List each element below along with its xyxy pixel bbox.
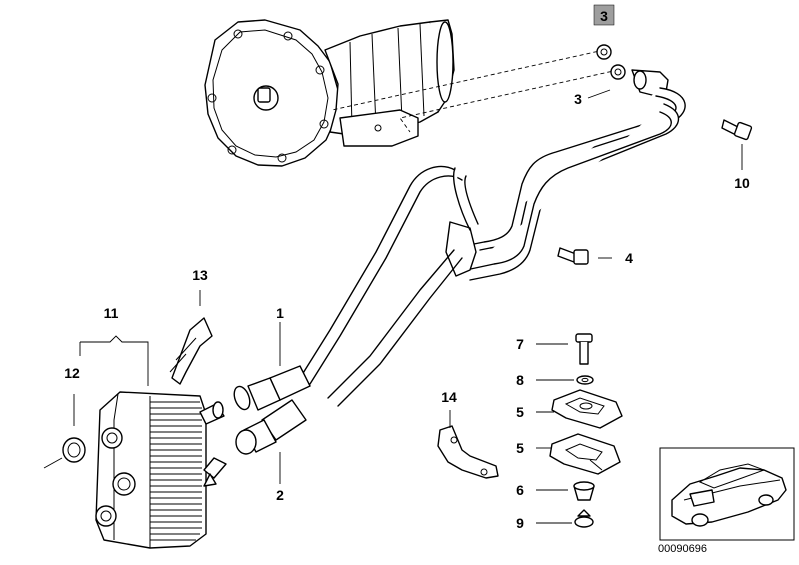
transmission-oil-lines [299, 69, 686, 407]
label-2[interactable]: 2 [276, 487, 284, 503]
seal-ring-upper [596, 44, 612, 60]
label-1[interactable]: 1 [276, 305, 284, 321]
holder-5-lower [549, 433, 621, 475]
label-7[interactable]: 7 [516, 336, 524, 352]
banjo-bolt [721, 119, 753, 141]
label-12[interactable]: 12 [64, 365, 80, 381]
label-9[interactable]: 9 [516, 515, 524, 531]
washer-8 [576, 375, 594, 385]
leader-lines [73, 89, 743, 524]
label-5-lower[interactable]: 5 [516, 440, 524, 456]
label-14[interactable]: 14 [441, 389, 457, 405]
label-13[interactable]: 13 [192, 267, 208, 283]
hose-end-lower [235, 399, 307, 455]
label-4[interactable]: 4 [625, 250, 633, 266]
reference-number: 00090696 [658, 543, 707, 555]
highlight-box-3 [593, 4, 615, 26]
label-6[interactable]: 6 [516, 482, 524, 498]
mounting-bracket [437, 425, 499, 479]
cooler-seal-ring [43, 437, 86, 469]
label-11[interactable]: 11 [104, 305, 119, 321]
transmission [204, 19, 455, 167]
dash-line-upper [331, 49, 605, 111]
screw-7 [575, 333, 593, 365]
dash-line-lower [399, 69, 619, 133]
label-8[interactable]: 8 [516, 372, 524, 388]
label-3-boxed[interactable]: 3 [600, 8, 608, 24]
holder-5-upper [551, 389, 623, 429]
label-3[interactable]: 3 [574, 91, 582, 107]
cooler-fins [150, 401, 202, 541]
nut-9 [574, 509, 594, 528]
label-5-upper[interactable]: 5 [516, 404, 524, 420]
hose-end-upper [233, 365, 311, 411]
car-icon [671, 463, 787, 527]
label-10[interactable]: 10 [734, 175, 750, 191]
hex-bolt [557, 247, 589, 265]
retaining-clip [169, 317, 213, 385]
vehicle-inset [659, 447, 795, 541]
seal-ring-lower [610, 64, 626, 80]
grommet-6 [573, 481, 595, 501]
oil-cooler [95, 391, 227, 549]
